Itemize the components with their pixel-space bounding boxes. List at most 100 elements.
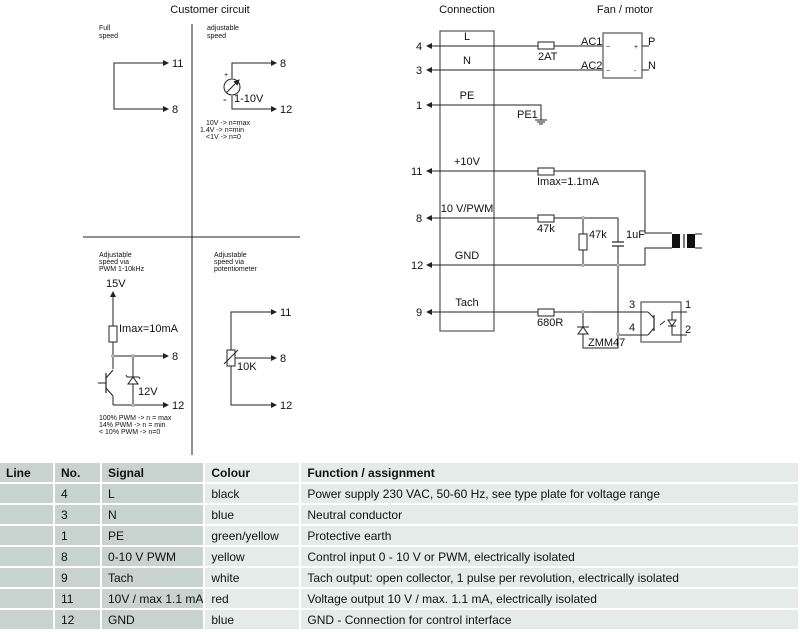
cell-function: Control input 0 - 10 V or PWM, electrica… [301,547,800,568]
opto-pin-2: 2 [685,324,691,336]
cell-line [0,610,55,631]
cell-function: GND - Connection for control interface [301,610,800,631]
optocoupler-box [640,301,682,343]
resistor-icon [537,214,555,223]
cell-function: Power supply 230 VAC, 50-60 Hz, see type… [301,484,800,505]
adjustable-speed-circuit: adjustable speed + - 1-10V 8 12 10V -> n… [200,25,292,141]
cell-no: 1 [55,526,102,547]
terminal-8-label: 8 [172,351,178,363]
rectifier-box [602,32,643,79]
cell-line [0,505,55,526]
cell-no: 9 [55,568,102,589]
source-voltage-label: 1-10V [234,93,264,105]
pin-name: +10V [454,156,481,168]
header-line: Line [0,463,55,484]
pin-1-PE: 1 PE [416,90,474,112]
capacitor-icon [612,241,624,247]
speed-note: <1V -> n=0 [206,134,241,141]
led-icon [667,311,687,336]
ac1-label: AC1 [581,36,602,48]
cell-signal: L [102,484,206,505]
full-speed-circuit: Full speed 11 8 [99,25,183,116]
pot-label: Adjustable [214,252,247,259]
opto-pin-4: 4 [629,322,635,334]
rect-mark: ~ [606,44,610,51]
cap-label: 1uF [626,229,645,241]
cell-signal: PE [102,526,206,547]
table-header-row: Line No. Signal Colour Function / assign… [0,463,800,484]
pot-label-2: speed via [214,259,244,266]
table-row: 1 PE green/yellow Protective earth [0,526,800,547]
cell-line [0,568,55,589]
rect-mark: - [634,68,637,75]
pwm-note: < 10% PWM -> n=0 [99,429,160,436]
terminal-11-label: 11 [280,307,291,319]
cell-line [0,526,55,547]
speed-note: 10V -> n=max [206,120,250,127]
cell-signal: N [102,505,206,526]
table-row: 3 N blue Neutral conductor [0,505,800,526]
pin-name: Tach [455,297,478,309]
cell-colour: white [205,568,302,589]
table-row: 12 GND blue GND - Connection for control… [0,610,800,631]
fuse-label: 2AT [538,51,558,63]
pin-name: L [464,31,470,43]
pin-name: GND [455,250,480,262]
table-row: 8 0-10 V PWM yellow Control input 0 - 10… [0,547,800,568]
resistor-label: Imax=10mA [119,323,179,335]
pin-4-L: 4 L [416,31,470,53]
cell-colour: red [205,589,302,610]
potentiometer-icon [226,349,236,367]
pwm-circuit: Adjustable speed via PWM 1-10kHz 15V Ima… [98,252,184,436]
connection-box [439,30,495,332]
pwm-note: 100% PWM -> n = max [99,415,172,422]
cell-signal: GND [102,610,206,631]
pin-assignment-table: Line No. Signal Colour Function / assign… [0,463,800,631]
cell-function: Voltage output 10 V / max. 1.1 mA, elect… [301,589,800,610]
cell-colour: blue [205,610,302,631]
speed-note: 1.4V -> n=min [200,127,244,134]
pin-number: 4 [416,41,422,53]
pin-name: N [463,55,471,67]
supply-15v-label: 15V [106,278,126,290]
table-row: 11 10V / max 1.1 mA red Voltage output 1… [0,589,800,610]
cell-signal: 10V / max 1.1 mA [102,589,206,610]
fuse-icon [537,41,555,50]
resistor-icon [537,167,555,176]
terminal-12-label: 12 [280,400,292,412]
r-in-label: 47k [537,223,555,235]
cell-line [0,589,55,610]
output-n-label: N [648,60,656,72]
r-10v-label: Imax=1.1mA [537,176,600,188]
r-shunt-label: 47k [589,229,607,241]
potentiometer-circuit: Adjustable speed via potentiometer 10K 1… [214,252,292,412]
pin-9-tach: 9 Tach [416,297,479,319]
earth-label: PE1 [517,109,538,121]
terminal-11-label: 11 [172,58,183,70]
terminal-8-label: 8 [172,104,178,116]
opto-pin-3: 3 [629,299,635,311]
pin-number: 12 [411,260,423,272]
cell-no: 8 [55,547,102,568]
terminal-8-label: 8 [280,58,286,70]
table-row: 4 L black Power supply 230 VAC, 50-60 Hz… [0,484,800,505]
phototransistor-icon [640,311,666,336]
pin-11-10v: 11 +10V [411,156,481,178]
source-minus: - [223,94,227,106]
terminal-12-label: 12 [172,400,184,412]
cell-function: Neutral conductor [301,505,800,526]
cell-line [0,484,55,505]
header-colour: Colour [205,463,302,484]
pwm-label-3: PWM 1-10kHz [99,266,145,273]
header-no: No. [55,463,102,484]
header-function: Function / assignment [301,463,800,484]
cell-function: Protective earth [301,526,800,547]
transistor-icon [98,369,114,397]
isolation-transformer-icon [672,233,702,249]
adjustable-speed-label-2: speed [207,33,226,40]
cell-no: 3 [55,505,102,526]
cell-colour: green/yellow [205,526,302,547]
resistor-icon [108,325,118,343]
wiring-diagram: Customer circuit Full speed 11 8 adjusta… [83,4,702,455]
rect-mark: + [634,44,638,51]
